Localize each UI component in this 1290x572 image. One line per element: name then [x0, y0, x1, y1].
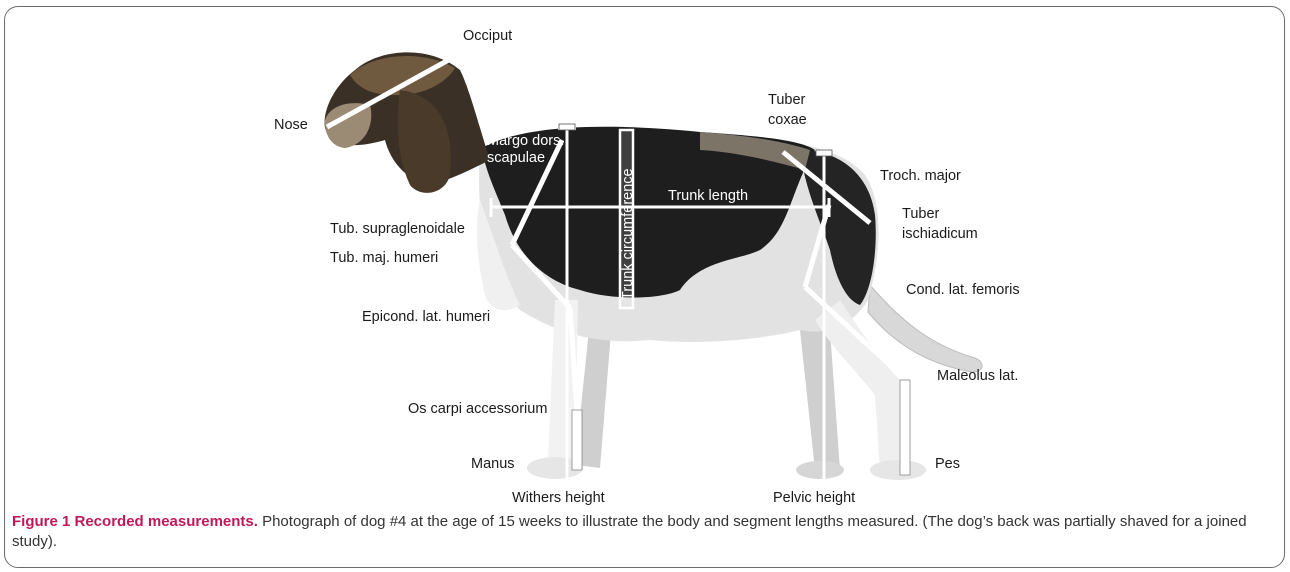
- caption-title: Figure 1 Recorded measurements.: [12, 513, 258, 530]
- label-pelvic-height: Pelvic height: [773, 490, 855, 506]
- label-manus: Manus: [471, 456, 515, 472]
- figure-area: Occiput Nose Margo dors. scapulae Trunk …: [0, 0, 1290, 510]
- label-tuber-isch-2: ischiadicum: [902, 226, 978, 242]
- label-tuber-coxae-1: Tuber: [768, 92, 806, 108]
- label-trunk-circumference: Trunk circumference: [620, 168, 636, 300]
- label-occiput: Occiput: [463, 28, 512, 44]
- label-troch-major: Troch. major: [880, 168, 961, 184]
- label-margo-dors-2: scapulae: [487, 150, 545, 166]
- figure-caption: Figure 1 Recorded measurements. Photogra…: [12, 512, 1277, 552]
- label-trunk-length: Trunk length: [668, 188, 748, 204]
- label-tub-maj-humeri: Tub. maj. humeri: [330, 250, 438, 266]
- label-margo-dors-1: Margo dors.: [487, 133, 564, 149]
- label-tub-supraglenoidale: Tub. supraglenoidale: [330, 221, 465, 237]
- label-epicond-lat-humeri: Epicond. lat. humeri: [362, 309, 490, 325]
- label-cond-lat-femoris: Cond. lat. femoris: [906, 282, 1020, 298]
- label-os-carpi: Os carpi accessorium: [408, 401, 547, 417]
- dog-measurement-figure: Occiput Nose Margo dors. scapulae Trunk …: [0, 0, 1290, 510]
- label-tuber-isch-1: Tuber: [902, 206, 940, 222]
- label-pes: Pes: [935, 456, 960, 472]
- label-maleolus-lat: Maleolus lat.: [937, 368, 1018, 384]
- label-tuber-coxae-2: coxae: [768, 112, 807, 128]
- label-withers-height: Withers height: [512, 490, 605, 506]
- label-nose: Nose: [274, 117, 308, 133]
